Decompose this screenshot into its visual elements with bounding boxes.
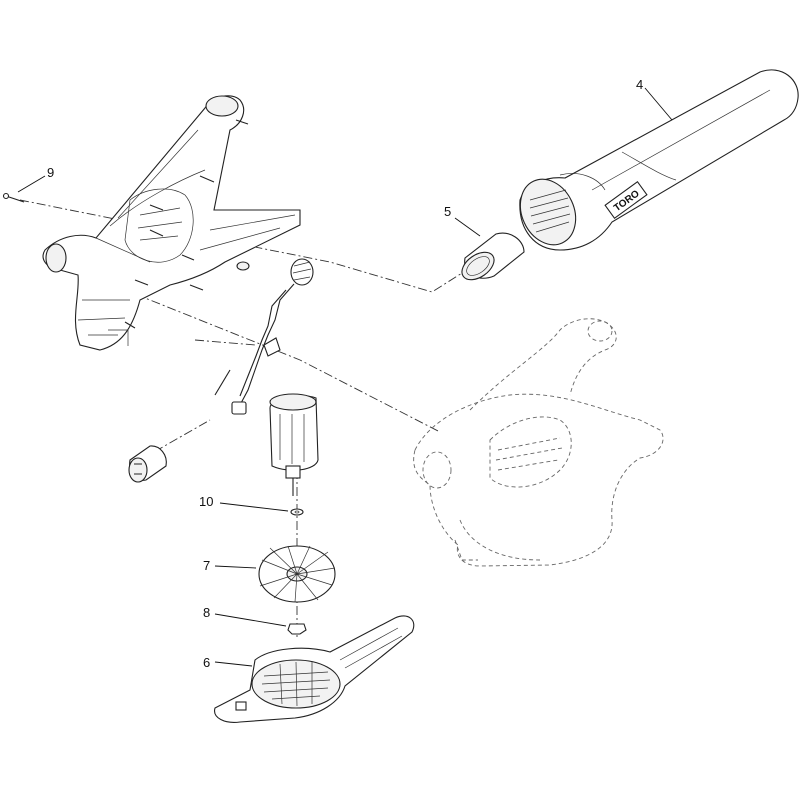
callout-4: 4: [636, 77, 643, 92]
screw: [2, 192, 25, 203]
leader-lines: [17, 87, 673, 667]
assembled-blower-phantom: [413, 318, 664, 567]
cord-plug: [128, 445, 167, 483]
washer: [290, 508, 304, 516]
leader-5: [454, 217, 481, 237]
leader-6: [214, 661, 253, 667]
leader-7: [214, 565, 257, 569]
motor: [269, 393, 319, 496]
callout-9: 9: [47, 165, 54, 180]
leader-4: [644, 87, 673, 121]
impeller-nut: [287, 623, 307, 635]
blower-tube: TORO: [519, 69, 799, 251]
fan-cover: [214, 615, 415, 723]
callouts: 4 5 9 10 7 8 6: [47, 77, 643, 670]
impeller-fan: [258, 545, 336, 603]
callout-8: 8: [203, 605, 210, 620]
callout-7: 7: [203, 558, 210, 573]
leader-8: [214, 613, 287, 627]
callout-6: 6: [203, 655, 210, 670]
switch-harness: [214, 258, 314, 415]
leader-9: [17, 175, 46, 193]
leader-10: [219, 502, 289, 512]
housing-half: [42, 95, 301, 351]
tube-adapter: [461, 232, 525, 281]
callout-5: 5: [444, 204, 451, 219]
callout-10: 10: [199, 494, 213, 509]
